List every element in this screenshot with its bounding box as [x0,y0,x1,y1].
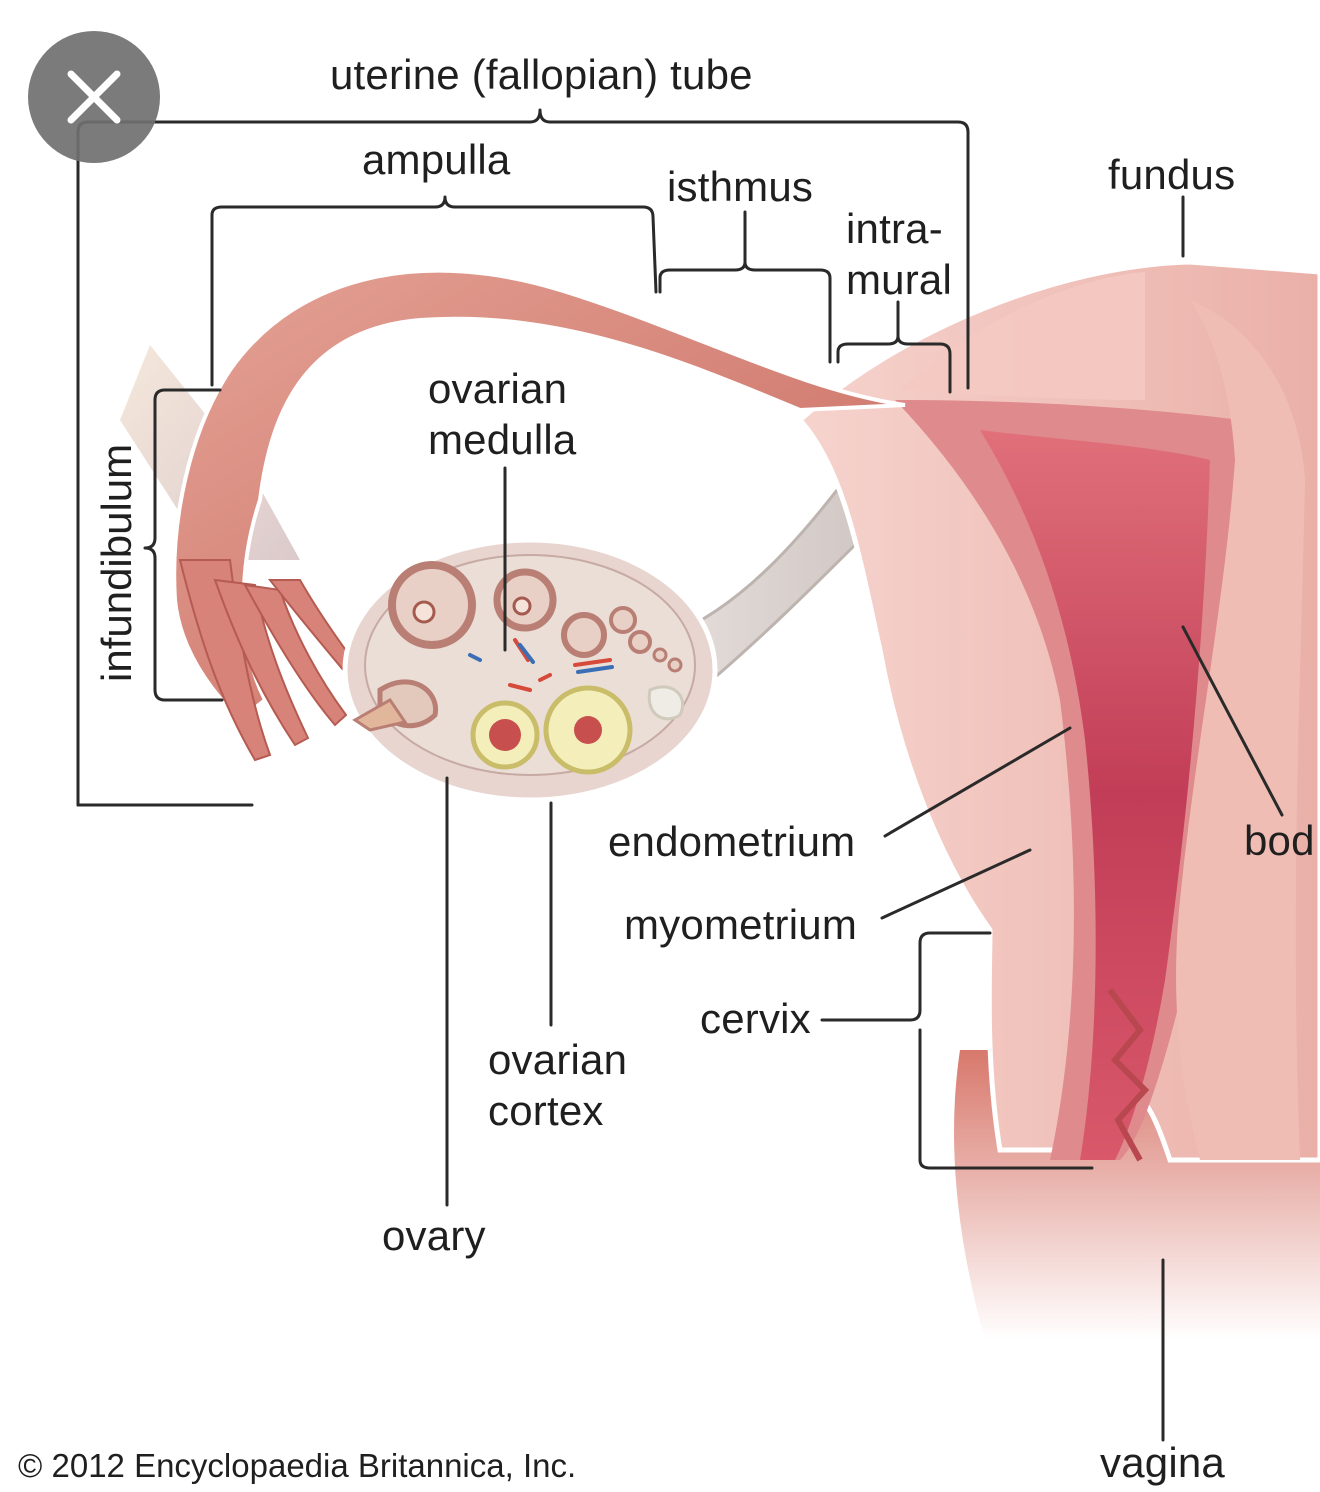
cervical-canal [1107,988,1150,1162]
uterine-right-wall [1176,300,1305,1160]
fimbriae [178,559,370,762]
copyright-notice: © 2012 Encyclopaedia Britannica, Inc. [18,1447,577,1484]
label-ovarian-medulla-line1: ovarian [428,365,568,412]
label-ovary: ovary [382,1212,486,1259]
ovarian-vessels [468,638,614,692]
label-isthmus: isthmus [667,163,814,210]
label-ovarian-cortex-line2: cortex [488,1087,604,1134]
label-ovarian-cortex-line1: ovarian [488,1036,628,1083]
uterine-cavity [980,430,1210,1160]
label-intramural-line2: mural [846,256,953,303]
close-button[interactable] [28,31,160,163]
label-myometrium: myometrium [624,901,858,948]
label-ovarian-medulla-line2: medulla [428,416,577,463]
label-uterine-tube: uterine (fallopian) tube [330,51,753,98]
label-body: bod [1244,817,1315,864]
label-infundibulum: infundibulum [93,443,140,682]
label-ampulla: ampulla [362,136,511,183]
label-endometrium: endometrium [608,818,856,865]
label-vagina: vagina [1100,1439,1225,1486]
uterus-cut-face [900,272,1145,400]
ovarian-follicles [352,561,685,775]
leader-lines [76,108,1284,1442]
label-intramural-line1: intra- [846,205,943,252]
label-fundus: fundus [1108,151,1236,198]
label-cervix: cervix [700,995,811,1042]
close-icon [67,70,121,124]
